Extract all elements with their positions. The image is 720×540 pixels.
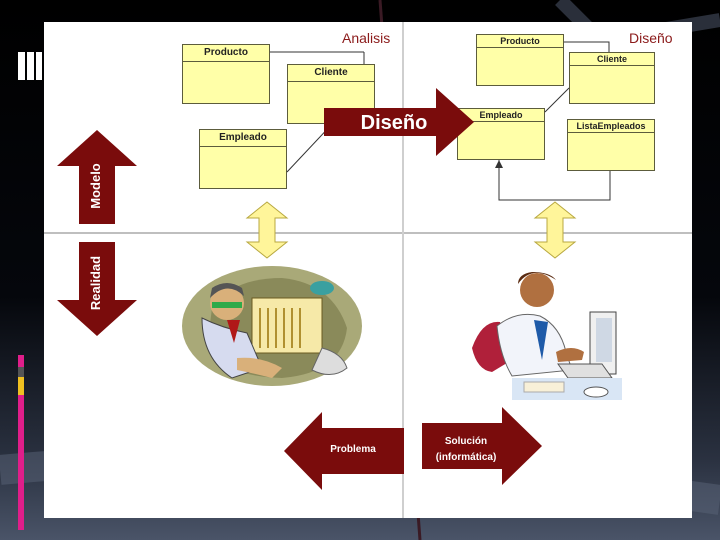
computer-user-clipart-icon: [472, 272, 622, 400]
center-design-arrow: [324, 88, 474, 156]
model-up-arrow: [57, 130, 137, 224]
solution-right-arrow: [422, 407, 542, 485]
uml-class-producto: Producto: [182, 44, 270, 104]
design-class-listaempleados: ListaEmpleados: [567, 119, 655, 171]
slide-number-mark: [18, 52, 42, 80]
accent-bar-yellow: [18, 377, 24, 395]
design-label: Diseño: [629, 30, 673, 46]
problem-label: Problema: [330, 444, 376, 455]
double-arrow-left: [245, 201, 289, 259]
accent-bar-gray: [18, 367, 24, 377]
vertical-divider: [402, 22, 404, 518]
accent-bar-pink: [18, 395, 24, 530]
model-label: Modelo: [88, 163, 103, 209]
problem-left-arrow: [284, 412, 404, 490]
reality-down-arrow: [57, 242, 137, 336]
solution-label: Solución (informática): [426, 434, 506, 466]
diagram-panel: Analisis Diseño Producto Cliente Emplead…: [44, 22, 692, 518]
reality-label: Realidad: [88, 255, 103, 311]
design-class-empleado: Empleado: [457, 108, 545, 160]
uml-class-empleado: Empleado: [199, 129, 287, 189]
solution-label-line1: Solución: [444, 436, 488, 447]
accent-bar-pink-top: [18, 355, 24, 367]
horizontal-divider: [44, 232, 692, 234]
worker-clipart-icon: [182, 266, 362, 386]
design-class-producto: Producto: [476, 34, 564, 86]
double-arrow-right: [533, 201, 577, 259]
solution-label-line2: (informática): [435, 452, 497, 463]
analysis-label: Analisis: [342, 30, 391, 46]
design-class-cliente: Cliente: [569, 52, 655, 104]
center-arrow-label: Diseño: [360, 112, 428, 134]
